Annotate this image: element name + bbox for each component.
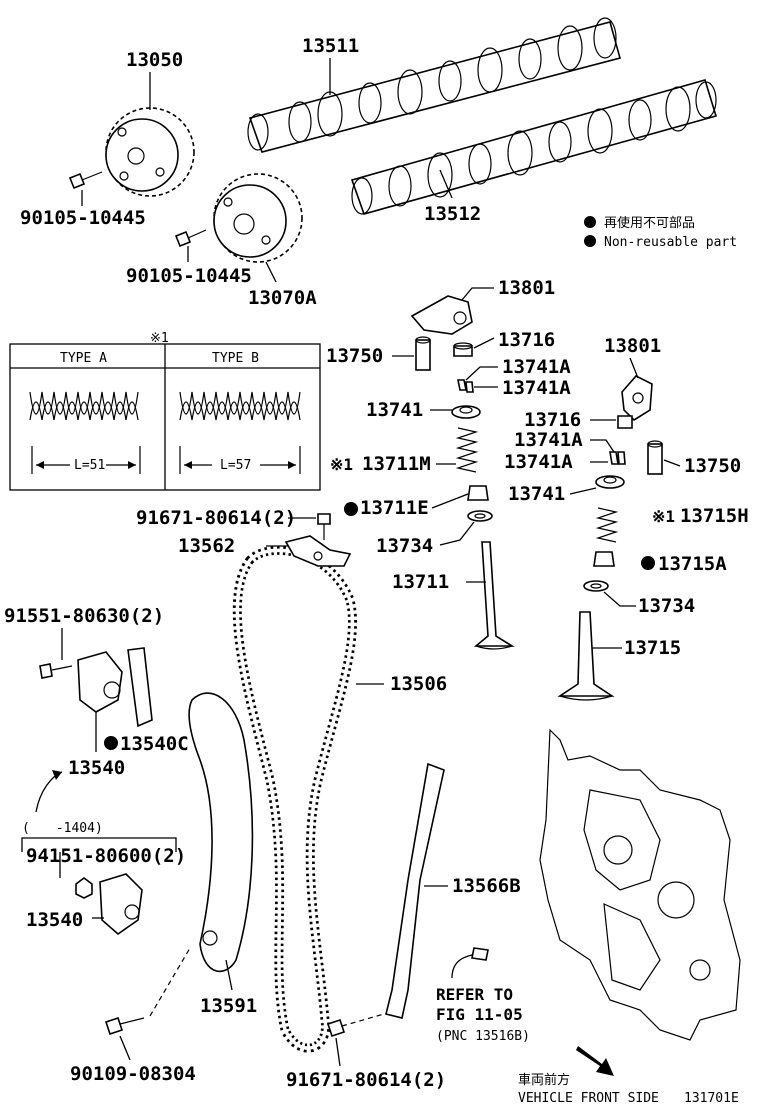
legend-jp: 再使用不可部品 [604, 215, 695, 231]
note-mark-1: ※1 [330, 455, 353, 474]
label-13716-b: 13716 [524, 409, 581, 431]
valve-spring-13715h [595, 507, 619, 543]
label-13715: 13715 [624, 637, 681, 659]
non-reusable-dot-icon [641, 556, 655, 570]
engine-block [539, 728, 741, 1041]
label-13711m: 13711M [362, 453, 431, 475]
label-13741-a: 13741 [366, 399, 423, 421]
label-13506: 13506 [390, 673, 447, 695]
chain-guide-13566b [385, 762, 445, 1019]
label-13566b: 13566B [452, 875, 521, 897]
valve-stem-seal-13715a [593, 551, 615, 567]
label-bolt-91671-top: 91671-80614(2) [136, 507, 296, 529]
non-reusable-dot-icon [344, 502, 358, 516]
chain-tensioner-13540-lower [75, 873, 143, 936]
label-13711: 13711 [392, 571, 449, 593]
refer-line-3: (PNC 13516B) [436, 1029, 530, 1044]
front-direction-arrow-icon [576, 1046, 614, 1076]
label-bolt-91551: 91551-80630(2) [4, 605, 164, 627]
label-13070a: 13070A [248, 287, 317, 309]
label-13540c: 13540C [120, 733, 189, 755]
type-a-header: TYPE A [60, 351, 107, 366]
label-13715a: 13715A [658, 553, 727, 575]
label-13716-a: 13716 [498, 329, 555, 351]
label-bolt-90105-a: 90105-10445 [20, 207, 146, 229]
legend-en: Non-reusable part [604, 235, 737, 250]
table-note-mark: ※1 [150, 331, 169, 346]
label-13540-a: 13540 [68, 757, 125, 779]
non-reusable-dot-icon [584, 235, 596, 247]
label-13734-b: 13734 [638, 595, 695, 617]
valve-stem-cap-13716-left [453, 342, 473, 357]
label-13801-b: 13801 [604, 335, 661, 357]
label-13734-a: 13734 [376, 535, 433, 557]
label-13715h: 13715H [680, 505, 749, 527]
label-13801-a: 13801 [498, 277, 555, 299]
type-b-length: L=57 [220, 458, 251, 473]
cam-timing-gear-13070a [213, 173, 303, 263]
rocker-arm-13801-right [621, 375, 653, 422]
spring-seat-13734-left [467, 510, 493, 522]
diagram-id: 131701E [684, 1091, 739, 1106]
label-13050: 13050 [126, 49, 183, 71]
label-13511: 13511 [302, 35, 359, 57]
label-13540-b: 13540 [26, 909, 83, 931]
label-bolt-90109: 90109-08304 [70, 1063, 196, 1085]
oil-pipe-13516b [451, 947, 489, 979]
note-mark-2: ※1 [652, 507, 675, 526]
direction-jp: 車両前方 [518, 1072, 570, 1088]
date-bracket [21, 837, 177, 852]
exhaust-valve-13715 [557, 611, 615, 701]
type-a-length: L=51 [74, 458, 105, 473]
part-labels: 13050 13511 13512 90105-10445 90105-1044… [4, 35, 749, 1106]
label-13711e: 13711E [360, 497, 429, 519]
rocker-arm-13801-left [410, 295, 473, 335]
type-b-header: TYPE B [212, 351, 259, 366]
valve-keeper-13741a-right [609, 451, 626, 465]
label-13741a-1: 13741A [502, 356, 571, 378]
valve-stem-seal-13711e [467, 485, 489, 501]
curved-arrow-icon [35, 770, 63, 813]
non-reusable-dot-icon [104, 736, 118, 750]
valve-retainer-13741-left [451, 405, 481, 419]
leader-lines [59, 58, 681, 1067]
label-13591: 13591 [200, 995, 257, 1017]
label-13750-a: 13750 [326, 345, 383, 367]
chain-guide-13591 [188, 692, 254, 973]
label-13512: 13512 [424, 203, 481, 225]
bolt-icon [68, 171, 207, 248]
label-13741a-4: 13741A [504, 451, 573, 473]
label-13741-b: 13741 [508, 483, 565, 505]
label-13741a-2: 13741A [502, 377, 571, 399]
refer-line-1: REFER TO [436, 985, 513, 1004]
label-13741a-3: 13741A [514, 429, 583, 451]
spring-seat-13734-right [583, 580, 609, 592]
timing-chain-13506 [232, 545, 357, 1053]
chain-tensioner-13540-upper [39, 647, 153, 728]
cam-timing-gear-13050 [105, 107, 195, 197]
valve-stem-cap-13716-right [617, 415, 633, 429]
label-13750-b: 13750 [684, 455, 741, 477]
camshaft-exhaust [350, 79, 718, 215]
label-bolt-90105-b: 90105-10445 [126, 265, 252, 287]
label-bolt-91671-bottom: 91671-80614(2) [286, 1069, 446, 1091]
bolt-icon [104, 513, 385, 1038]
valve-keeper-13741a-left [457, 379, 474, 393]
intake-valve-13711 [473, 541, 515, 650]
spring-type-table [9, 343, 321, 491]
valve-retainer-13741-right [595, 475, 625, 489]
chain-guide-13562 [284, 535, 352, 567]
non-reusable-dot-icon [584, 216, 596, 228]
label-13562: 13562 [178, 535, 235, 557]
label-date-range: ( -1404) [22, 821, 103, 836]
lash-adjuster-13750-right [647, 440, 663, 475]
camshaft-intake [247, 17, 621, 153]
lash-adjuster-13750-left [415, 336, 431, 371]
valve-spring-13711m [455, 427, 479, 473]
label-bolt-94151: 94151-80600(2) [26, 845, 186, 867]
direction-en: VEHICLE FRONT SIDE [518, 1091, 659, 1106]
refer-line-2: FIG 11-05 [436, 1005, 523, 1024]
